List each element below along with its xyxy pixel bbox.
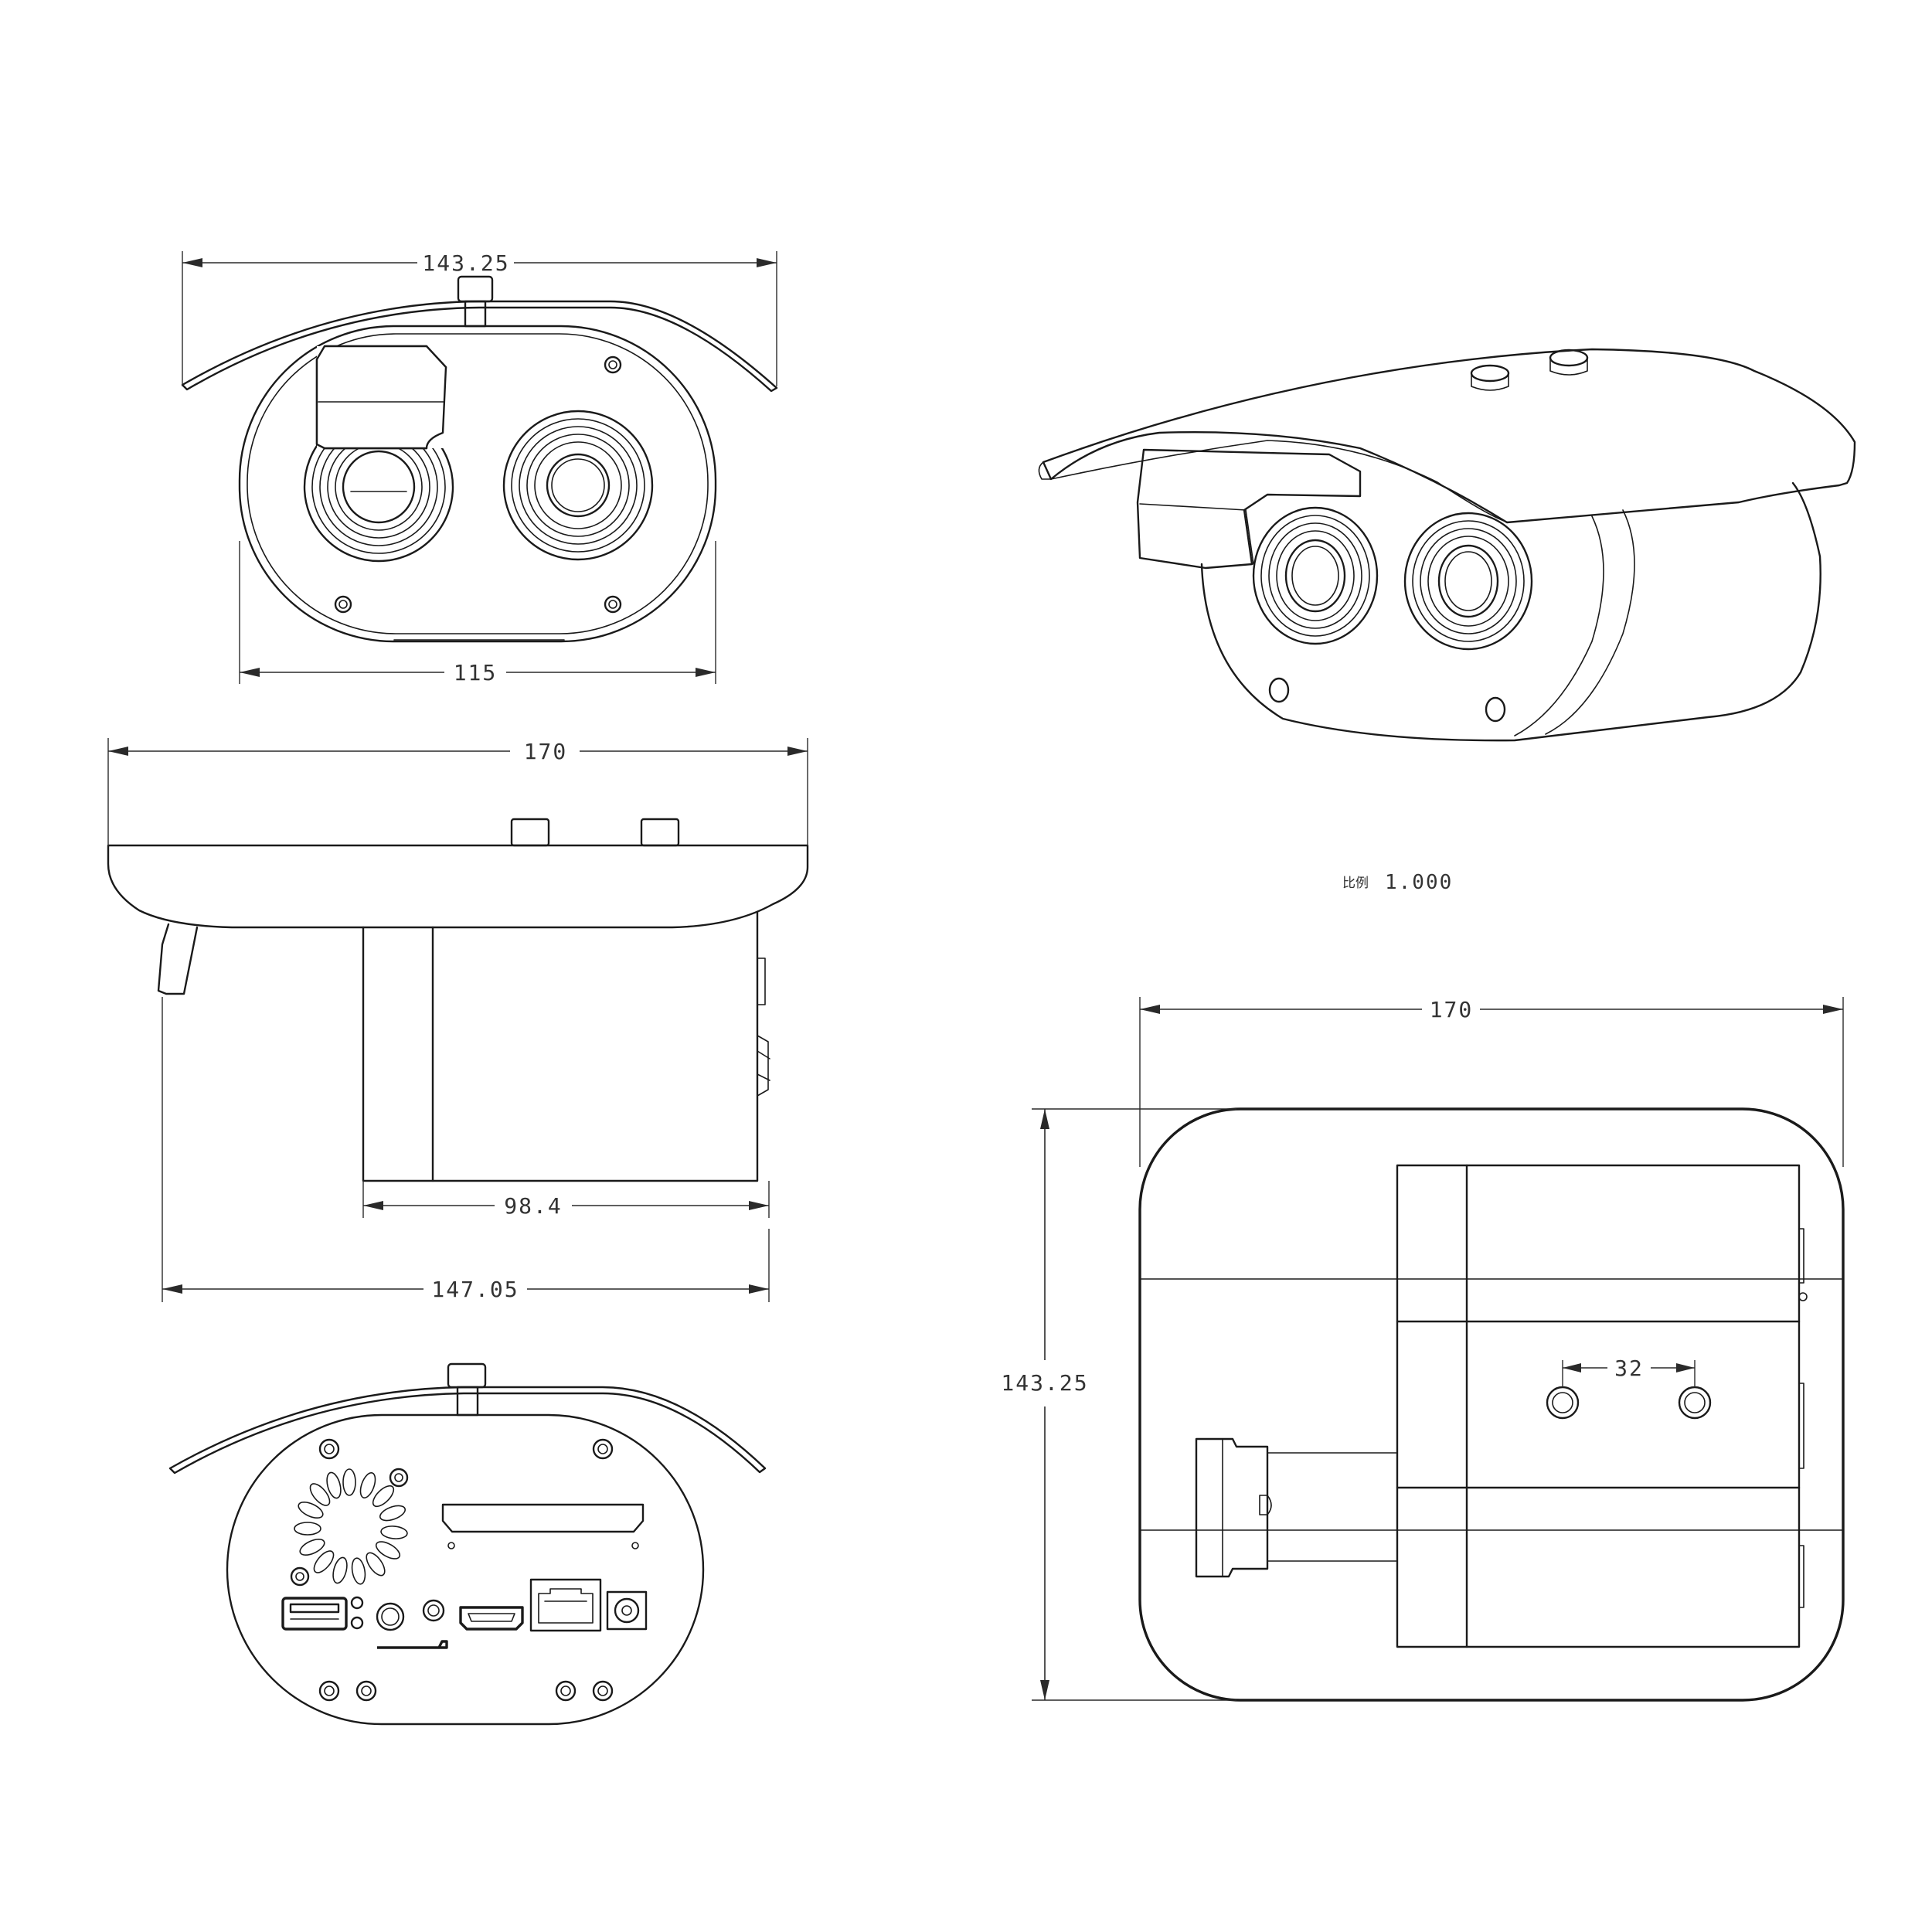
right-lens (502, 410, 654, 561)
top-total-length-label: 170 (1430, 997, 1474, 1022)
scale-label: 比例 (1342, 876, 1369, 891)
front-width-top-label: 143.25 (422, 250, 509, 276)
front-width-top-dimension: 143.25 (182, 250, 777, 386)
usb-port (281, 1597, 348, 1631)
dc-power-port (606, 1590, 648, 1631)
iso-lens-right (1403, 512, 1533, 651)
front-width-bottom-label: 115 (454, 660, 498, 685)
mount-spacing-label: 32 (1614, 1355, 1644, 1381)
top-total-length-dimension: 170 (1139, 997, 1844, 1167)
side-overall-length-label: 147.05 (431, 1277, 519, 1302)
top-height-dimension: 143.25 (1001, 1108, 1236, 1701)
rear-screws (290, 1438, 614, 1702)
scale-value: 1.000 (1385, 871, 1453, 894)
front-view (181, 275, 778, 643)
side-total-length-dimension: 170 (107, 738, 808, 845)
isometric-view (1038, 348, 1856, 742)
vent-holes (294, 1468, 408, 1585)
side-overall-length-dimension: 147.05 (162, 997, 770, 1302)
side-total-length-label: 170 (524, 739, 568, 764)
ethernet-port (529, 1578, 602, 1632)
side-body-length-dimension: 98.4 (362, 1181, 770, 1219)
card-slot (441, 1503, 645, 1549)
front-width-bottom-dimension: 115 (239, 541, 716, 685)
side-body-length-label: 98.4 (504, 1193, 562, 1219)
top-view (1138, 1107, 1845, 1702)
left-lens (303, 345, 454, 563)
mount-spacing-dimension: 32 (1562, 1355, 1696, 1387)
top-height-label: 143.25 (1001, 1370, 1088, 1396)
iso-lens-left (1252, 506, 1379, 645)
rear-view (168, 1362, 767, 1726)
side-view (107, 818, 809, 1182)
scale-note: 比例 1.000 (1342, 871, 1453, 894)
hdmi-port (459, 1606, 524, 1631)
